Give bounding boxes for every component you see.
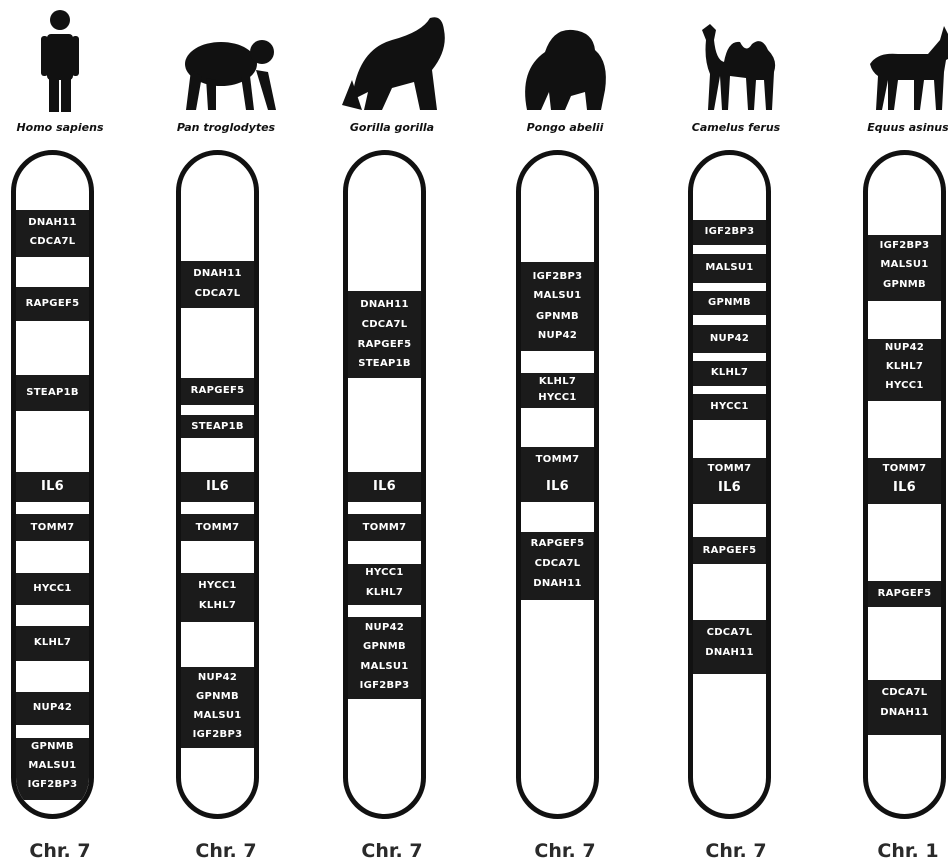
- gene-label-gpnmb: GPNMB: [868, 278, 941, 292]
- species-name: Homo sapiens: [0, 121, 150, 134]
- gene-label-rapgef5: RAPGEF5: [868, 587, 941, 601]
- gene-label-rapgef5: RAPGEF5: [348, 338, 421, 352]
- chromosome-label: Chr. 1: [818, 840, 948, 862]
- gene-label-nup42: NUP42: [16, 701, 89, 715]
- species-name: Gorilla gorilla: [302, 121, 482, 134]
- gene-label-steap1b: STEAP1B: [16, 386, 89, 400]
- chromosome: IGF2BP3 MALSU1 GPNMB NUP42 KLHL7 HYCC1 T…: [516, 150, 599, 819]
- gene-label-nup42: NUP42: [348, 621, 421, 635]
- gene-label-tomm7: TOMM7: [348, 521, 421, 535]
- gene-label-cdca7l: CDCA7L: [181, 287, 254, 301]
- gene-label-klhl7: KLHL7: [693, 366, 766, 380]
- gene-label-cdca7l: CDCA7L: [16, 235, 89, 249]
- chromosome-label: Chr. 7: [646, 840, 826, 862]
- chromosome: IGF2BP3 MALSU1 GPNMB NUP42 KLHL7 HYCC1 T…: [688, 150, 771, 819]
- gene-label-dnah11: DNAH11: [521, 577, 594, 591]
- gene-label-il6: IL6: [348, 479, 421, 495]
- gene-label-malsu1: MALSU1: [181, 709, 254, 723]
- gene-label-cdca7l: CDCA7L: [693, 626, 766, 640]
- gene-label-cdca7l: CDCA7L: [868, 686, 941, 700]
- gene-label-igf2bp3: IGF2BP3: [693, 225, 766, 239]
- gene-label-klhl7: KLHL7: [868, 360, 941, 374]
- gene-label-steap1b: STEAP1B: [181, 420, 254, 434]
- gene-label-dnah11: DNAH11: [868, 706, 941, 720]
- gene-label-dnah11: DNAH11: [16, 216, 89, 230]
- gene-label-tomm7: TOMM7: [181, 521, 254, 535]
- human-silhouette-icon: [0, 0, 150, 116]
- gene-label-cdca7l: CDCA7L: [348, 318, 421, 332]
- gene-label-malsu1: MALSU1: [16, 759, 89, 773]
- gene-label-steap1b: STEAP1B: [348, 357, 421, 371]
- gene-label-rapgef5: RAPGEF5: [521, 537, 594, 551]
- gene-label-hycc1: HYCC1: [693, 400, 766, 414]
- chromosome-column-homo-sapiens: Homo sapiens DNAH11 CDCA7L RAPGEF5 STEAP…: [0, 0, 150, 868]
- gene-label-klhl7: KLHL7: [348, 586, 421, 600]
- gene-label-klhl7: KLHL7: [521, 375, 594, 389]
- species-name: Pongo abelii: [475, 121, 655, 134]
- gene-label-gpnmb: GPNMB: [693, 296, 766, 310]
- gene-label-malsu1: MALSU1: [868, 258, 941, 272]
- gene-label-gpnmb: GPNMB: [521, 310, 594, 324]
- gene-label-igf2bp3: IGF2BP3: [868, 239, 941, 253]
- gene-label-klhl7: KLHL7: [181, 599, 254, 613]
- gene-label-tomm7: TOMM7: [868, 462, 941, 476]
- orangutan-silhouette-icon: [475, 0, 655, 116]
- gene-label-il6: IL6: [16, 479, 89, 495]
- chimpanzee-silhouette-icon: [136, 0, 316, 116]
- gene-label-il6: IL6: [868, 480, 941, 496]
- gene-label-dnah11: DNAH11: [348, 298, 421, 312]
- gene-label-il6: IL6: [693, 480, 766, 496]
- species-name: Pan troglodytes: [136, 121, 316, 134]
- gene-label-nup42: NUP42: [868, 341, 941, 355]
- chromosome-label: Chr. 7: [136, 840, 316, 862]
- gene-label-il6: IL6: [521, 479, 594, 495]
- gene-label-gpnmb: GPNMB: [16, 740, 89, 754]
- gene-label-nup42: NUP42: [521, 329, 594, 343]
- gene-label-igf2bp3: IGF2BP3: [521, 270, 594, 284]
- gene-label-hycc1: HYCC1: [521, 391, 594, 405]
- donkey-silhouette-icon: [818, 0, 948, 116]
- gene-label-tomm7: TOMM7: [16, 521, 89, 535]
- gene-label-malsu1: MALSU1: [521, 289, 594, 303]
- gene-label-tomm7: TOMM7: [521, 453, 594, 467]
- gene-label-igf2bp3: IGF2BP3: [348, 679, 421, 693]
- gene-label-igf2bp3: IGF2BP3: [16, 778, 89, 792]
- chromosome-column-pongo-abelii: Pongo abelii IGF2BP3 MALSU1 GPNMB NUP42 …: [475, 0, 655, 868]
- gene-label-nup42: NUP42: [693, 332, 766, 346]
- chromosome-column-pan-troglodytes: Pan troglodytes DNAH11 CDCA7L RAPGEF5 ST…: [136, 0, 316, 868]
- gene-label-gpnmb: GPNMB: [348, 640, 421, 654]
- species-name: Equus asinus: [818, 121, 948, 134]
- chromosome: DNAH11 CDCA7L RAPGEF5 STEAP1B IL6 TOMM7 …: [176, 150, 259, 819]
- gene-label-cdca7l: CDCA7L: [521, 557, 594, 571]
- gene-label-malsu1: MALSU1: [693, 261, 766, 275]
- gene-label-nup42: NUP42: [181, 671, 254, 685]
- gene-label-klhl7: KLHL7: [16, 636, 89, 650]
- gene-label-tomm7: TOMM7: [693, 462, 766, 476]
- gene-label-malsu1: MALSU1: [348, 660, 421, 674]
- camel-silhouette-icon: [646, 0, 826, 116]
- chromosome-label: Chr. 7: [0, 840, 150, 862]
- gene-label-dnah11: DNAH11: [181, 267, 254, 281]
- chromosome-column-camelus-ferus: Camelus ferus IGF2BP3 MALSU1 GPNMB NUP42…: [646, 0, 826, 868]
- gene-label-il6: IL6: [181, 479, 254, 495]
- gene-label-rapgef5: RAPGEF5: [693, 544, 766, 558]
- chromosome-label: Chr. 7: [302, 840, 482, 862]
- chromosome: IGF2BP3 MALSU1 GPNMB NUP42 KLHL7 HYCC1 T…: [863, 150, 946, 819]
- chromosome-column-gorilla-gorilla: Gorilla gorilla DNAH11 CDCA7L RAPGEF5 ST…: [302, 0, 482, 868]
- gene-label-rapgef5: RAPGEF5: [181, 384, 254, 398]
- gene-label-igf2bp3: IGF2BP3: [181, 728, 254, 742]
- gene-label-hycc1: HYCC1: [16, 582, 89, 596]
- chromosome: DNAH11 CDCA7L RAPGEF5 STEAP1B IL6 TOMM7 …: [343, 150, 426, 819]
- gorilla-silhouette-icon: [302, 0, 482, 116]
- gene-label-dnah11: DNAH11: [693, 646, 766, 660]
- gene-label-rapgef5: RAPGEF5: [16, 297, 89, 311]
- gene-label-hycc1: HYCC1: [868, 379, 941, 393]
- gene-label-gpnmb: GPNMB: [181, 690, 254, 704]
- species-name: Camelus ferus: [646, 121, 826, 134]
- chromosome-column-equus-asinus: Equus asinus IGF2BP3 MALSU1 GPNMB NUP42 …: [818, 0, 948, 868]
- chromosome-label: Chr. 7: [475, 840, 655, 862]
- chromosome: DNAH11 CDCA7L RAPGEF5 STEAP1B IL6 TOMM7 …: [11, 150, 94, 819]
- gene-label-hycc1: HYCC1: [181, 579, 254, 593]
- gene-label-hycc1: HYCC1: [348, 566, 421, 580]
